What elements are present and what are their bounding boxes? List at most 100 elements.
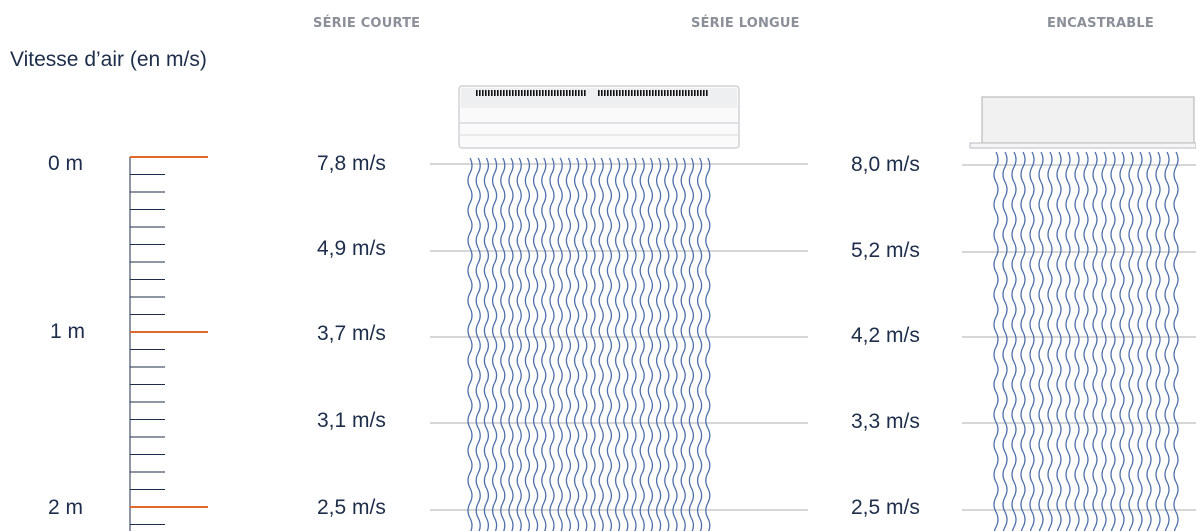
- airflow-wave: [614, 157, 621, 531]
- airflow-wave: [639, 157, 645, 531]
- airflow-wave: [500, 157, 506, 531]
- grille-slot: [598, 90, 600, 96]
- grille-slot: [524, 90, 526, 96]
- grille-slot: [536, 90, 538, 96]
- grille-slot: [694, 90, 696, 96]
- grille-slot: [491, 90, 493, 96]
- grille-left: [476, 90, 586, 96]
- airflow-wave: [1011, 151, 1017, 531]
- airflow-wave: [1119, 151, 1125, 531]
- grille-slot: [643, 90, 645, 96]
- grille-right: [598, 90, 708, 96]
- grille-slot: [551, 90, 553, 96]
- airflow-wave: [664, 157, 670, 531]
- grille-slot: [649, 90, 651, 96]
- airflow-wave: [647, 157, 654, 531]
- grille-slot: [506, 90, 508, 96]
- grille-slot: [610, 90, 612, 96]
- airflow-wave: [1110, 151, 1116, 531]
- airflow-wave: [491, 157, 498, 531]
- grille-slot: [634, 90, 636, 96]
- airflow-wave: [598, 157, 604, 531]
- airflow-waves-encastrable: [993, 151, 1179, 531]
- airflow-wave: [573, 157, 580, 531]
- grille-slot: [479, 90, 481, 96]
- tab-serie-longue[interactable]: SÉRIE LONGUE: [691, 16, 800, 31]
- grille-slot: [607, 90, 609, 96]
- grille-slot: [646, 90, 648, 96]
- grille-slot: [706, 90, 708, 96]
- airflow-wave: [672, 157, 678, 531]
- grille-slot: [613, 90, 615, 96]
- airflow-wave: [475, 157, 481, 531]
- speed-longue-0: 7,8 m/s: [317, 152, 386, 175]
- grille-slot: [700, 90, 702, 96]
- airflow-wave: [524, 157, 531, 531]
- airflow-wave: [1002, 151, 1008, 531]
- grille-slot: [515, 90, 517, 96]
- airflow-wave: [541, 157, 547, 531]
- airflow-wave: [680, 157, 686, 531]
- grille-slot: [697, 90, 699, 96]
- airflow-wave: [1029, 151, 1035, 531]
- grille-slot: [494, 90, 496, 96]
- encastrable-unit: [969, 96, 1196, 149]
- grille-slot: [476, 90, 478, 96]
- tab-encastrable[interactable]: ENCASTRABLE: [1047, 16, 1154, 31]
- airflow-wave: [532, 157, 539, 531]
- grille-slot: [566, 90, 568, 96]
- grille-slot: [688, 90, 690, 96]
- grille-slot: [527, 90, 529, 96]
- grille-slot: [503, 90, 505, 96]
- grille-slot: [616, 90, 618, 96]
- grille-slot: [628, 90, 630, 96]
- airflow-wave: [1164, 151, 1170, 531]
- airflow-wave: [516, 157, 522, 531]
- grille-slot: [569, 90, 571, 96]
- speed-encastrable-3: 3,3 m/s: [851, 410, 920, 433]
- grille-slot: [578, 90, 580, 96]
- grille-slot: [604, 90, 606, 96]
- tab-serie-courte[interactable]: SÉRIE COURTE: [313, 16, 421, 31]
- speed-encastrable-4: 2,5 m/s: [851, 496, 920, 519]
- grille-slot: [500, 90, 502, 96]
- grille-slot: [548, 90, 550, 96]
- grille-slot: [673, 90, 675, 96]
- airflow-wave: [557, 157, 563, 531]
- grille-slot: [575, 90, 577, 96]
- grille-slot: [670, 90, 672, 96]
- airflow-wave: [565, 157, 572, 531]
- grille-slot: [518, 90, 520, 96]
- airflow-wave: [590, 157, 596, 531]
- speed-longue-4: 2,5 m/s: [317, 496, 386, 519]
- airflow-wave: [1020, 151, 1026, 531]
- grille-slot: [581, 90, 583, 96]
- airflow-wave: [631, 157, 637, 531]
- airflow-wave: [508, 157, 514, 531]
- grille-slot: [584, 90, 586, 96]
- grille-slot: [497, 90, 499, 96]
- airflow-wave: [467, 157, 473, 531]
- grille-slot: [554, 90, 556, 96]
- airflow-wave: [696, 157, 703, 531]
- airflow-wave: [606, 157, 613, 531]
- distance-label-1: 1 m: [50, 320, 86, 343]
- speed-encastrable-0: 8,0 m/s: [851, 153, 920, 176]
- airflow-wave: [1074, 151, 1080, 531]
- airflow-wave: [1065, 151, 1071, 531]
- grille-slot: [545, 90, 547, 96]
- distance-label-2: 2 m: [48, 496, 84, 519]
- grille-slot: [637, 90, 639, 96]
- serie-longue-unit: [458, 85, 740, 149]
- airflow-wave: [582, 157, 588, 531]
- airflow-wave: [483, 157, 490, 531]
- grille-slot: [485, 90, 487, 96]
- airflow-wave: [1047, 151, 1053, 531]
- grille-slot: [640, 90, 642, 96]
- axis-title: Vitesse d’air (en m/s): [10, 48, 207, 71]
- grille-slot: [667, 90, 669, 96]
- grille-slot: [685, 90, 687, 96]
- grille-slot: [533, 90, 535, 96]
- airflow-wave: [1092, 151, 1098, 531]
